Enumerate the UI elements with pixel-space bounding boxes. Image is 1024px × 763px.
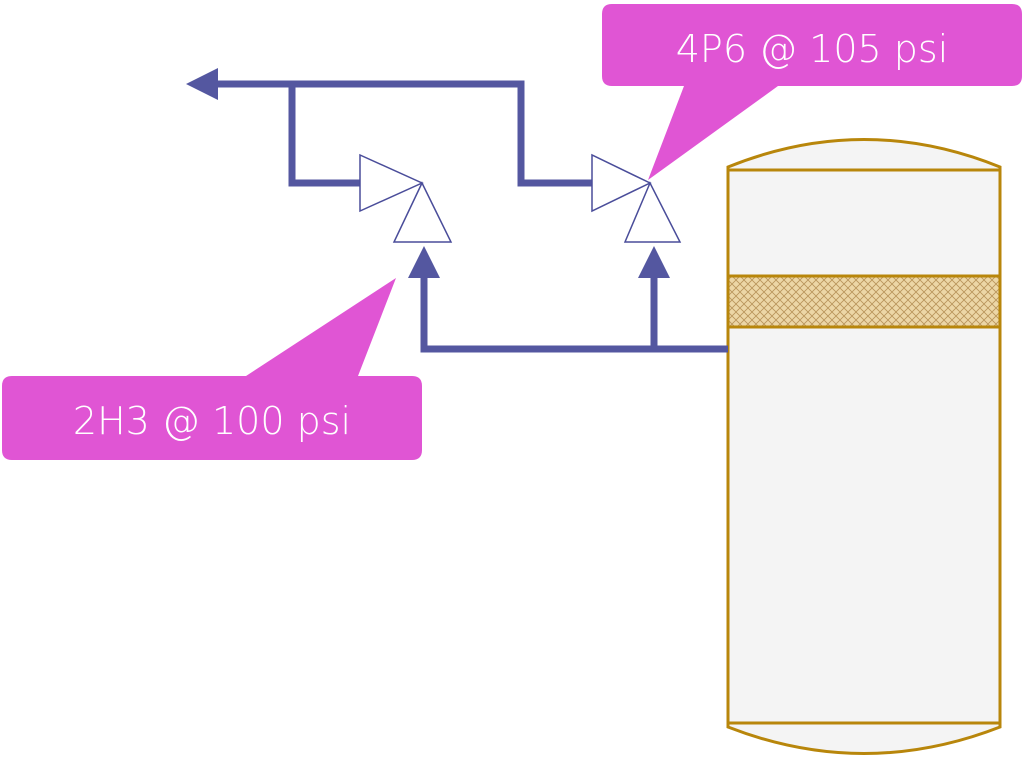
arrow-up-icon	[638, 246, 670, 278]
arrow-left-icon	[186, 68, 218, 100]
outlet-header-pipe	[212, 80, 592, 187]
callout-upper: 4P6 @ 105 psi	[602, 4, 1022, 180]
relief-valve-icon	[359, 153, 453, 243]
callout-upper-label: 4P6 @ 105 psi	[676, 27, 949, 71]
vessel-packing-bed	[726, 274, 1002, 329]
piping	[212, 80, 728, 353]
valve1-outlet-triangle	[359, 153, 424, 213]
valve1-outlet-pipe	[288, 84, 360, 187]
valve2-outlet-triangle	[591, 153, 652, 213]
vessel-body	[726, 138, 1002, 755]
callout-upper-shape	[602, 4, 1022, 180]
inlet-manifold-pipe	[420, 276, 728, 353]
valve1-inlet-triangle	[392, 181, 453, 243]
callout-lower-shape	[2, 278, 422, 460]
arrow-up-icon	[408, 246, 440, 278]
vessel	[726, 138, 1002, 755]
callout-lower-label: 2H3 @ 100 psi	[73, 399, 351, 443]
callout-lower: 2H3 @ 100 psi	[2, 278, 422, 460]
valve2-inlet-triangle	[623, 181, 682, 243]
relief-valve-icon	[591, 153, 682, 243]
